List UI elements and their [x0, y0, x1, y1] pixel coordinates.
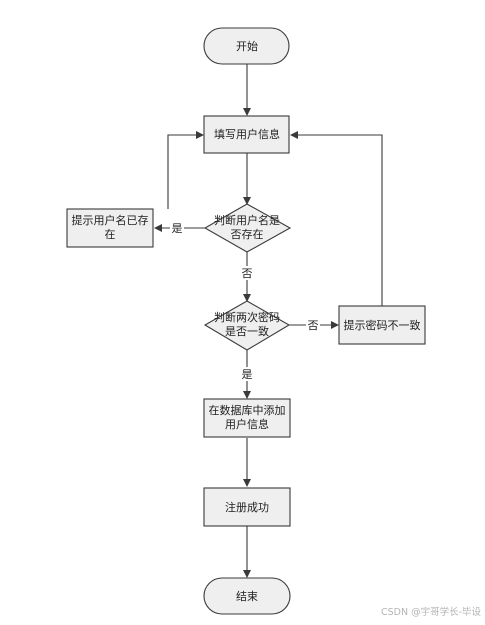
watermark-text: CSDN @宇哥学长-毕设: [381, 607, 482, 618]
edge-label-pwd-no: 否: [308, 319, 319, 332]
arrow-pwd-mismatch-back: [290, 131, 383, 306]
add-db-node: 在数据库中添加 用户信息: [203, 398, 291, 438]
check-pwd-line2: 是否一致: [225, 324, 269, 338]
start-label: 开始: [236, 39, 258, 53]
user-exists-node: 提示用户名已存 在: [66, 208, 154, 248]
check-pwd-decision: 判断两次密码 是否一致: [203, 300, 291, 351]
fill-info-node: 填写用户信息: [203, 115, 290, 154]
success-label: 注册成功: [225, 500, 269, 514]
pwd-mismatch-node: 提示密码不一致: [338, 305, 426, 345]
start-node: 开始: [203, 27, 290, 65]
edge-label-user-no: 否: [242, 267, 253, 280]
add-db-line1: 在数据库中添加: [209, 403, 286, 417]
edge-label-user-yes: 是: [172, 222, 183, 235]
end-label: 结束: [236, 590, 258, 603]
check-user-line2: 否存在: [231, 227, 264, 241]
add-db-line2: 用户信息: [225, 417, 269, 431]
check-user-decision: 判断用户名是 否存在: [203, 203, 292, 253]
edge-label-pwd-yes: 是: [242, 368, 253, 381]
user-exists-line2: 在: [105, 228, 116, 241]
pwd-mismatch-label: 提示密码不一致: [344, 318, 421, 332]
end-node: 结束: [203, 577, 291, 615]
check-user-line1: 判断用户名是: [214, 213, 280, 227]
check-pwd-line1: 判断两次密码: [214, 310, 280, 324]
fill-info-label: 填写用户信息: [214, 127, 280, 141]
user-exists-line1: 提示用户名已存: [72, 213, 149, 227]
success-node: 注册成功: [203, 487, 291, 527]
arrow-user-exists-back: [167, 131, 204, 209]
